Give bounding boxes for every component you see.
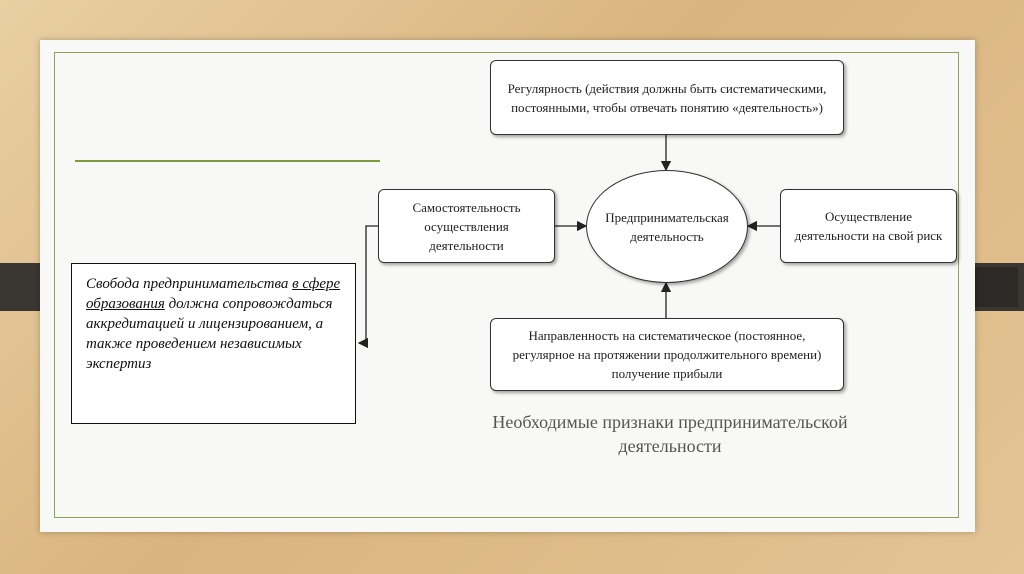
education-note: Свобода предпринимательства в сфере обра… (71, 263, 356, 424)
note-text-1: Свобода предпринимательства (86, 276, 293, 292)
node-profit-text: Направленность на систематическое (посто… (512, 328, 822, 381)
accent-rule (75, 160, 380, 162)
node-independence: Самостоятельность осуществления деятельн… (378, 189, 555, 263)
node-own-risk-text: Осуществление деятельности на свой риск (794, 209, 943, 243)
note-text-2: должна сопровождаться аккредитацией и ли… (86, 296, 333, 372)
node-regularity-text: Регулярность (действия должны быть систе… (507, 80, 827, 115)
node-independence-text: Самостоятельность осуществления деятельн… (412, 199, 521, 253)
node-own-risk: Осуществление деятельности на свой риск (780, 189, 957, 263)
node-regularity: Регулярность (действия должны быть систе… (490, 60, 844, 135)
node-entrepreneurial-activity: Предпринимательская деятельность (586, 170, 748, 283)
diagram-caption: Необходимые признаки предпринимательской… (492, 412, 848, 456)
arrow-left-to-note (357, 225, 378, 349)
note-text-underlined: в сфере образования (86, 276, 341, 312)
node-profit-orientation: Направленность на систематическое (посто… (490, 318, 844, 391)
node-center-text: Предпринимательская деятельность (605, 209, 729, 244)
slide-frame (54, 52, 959, 518)
